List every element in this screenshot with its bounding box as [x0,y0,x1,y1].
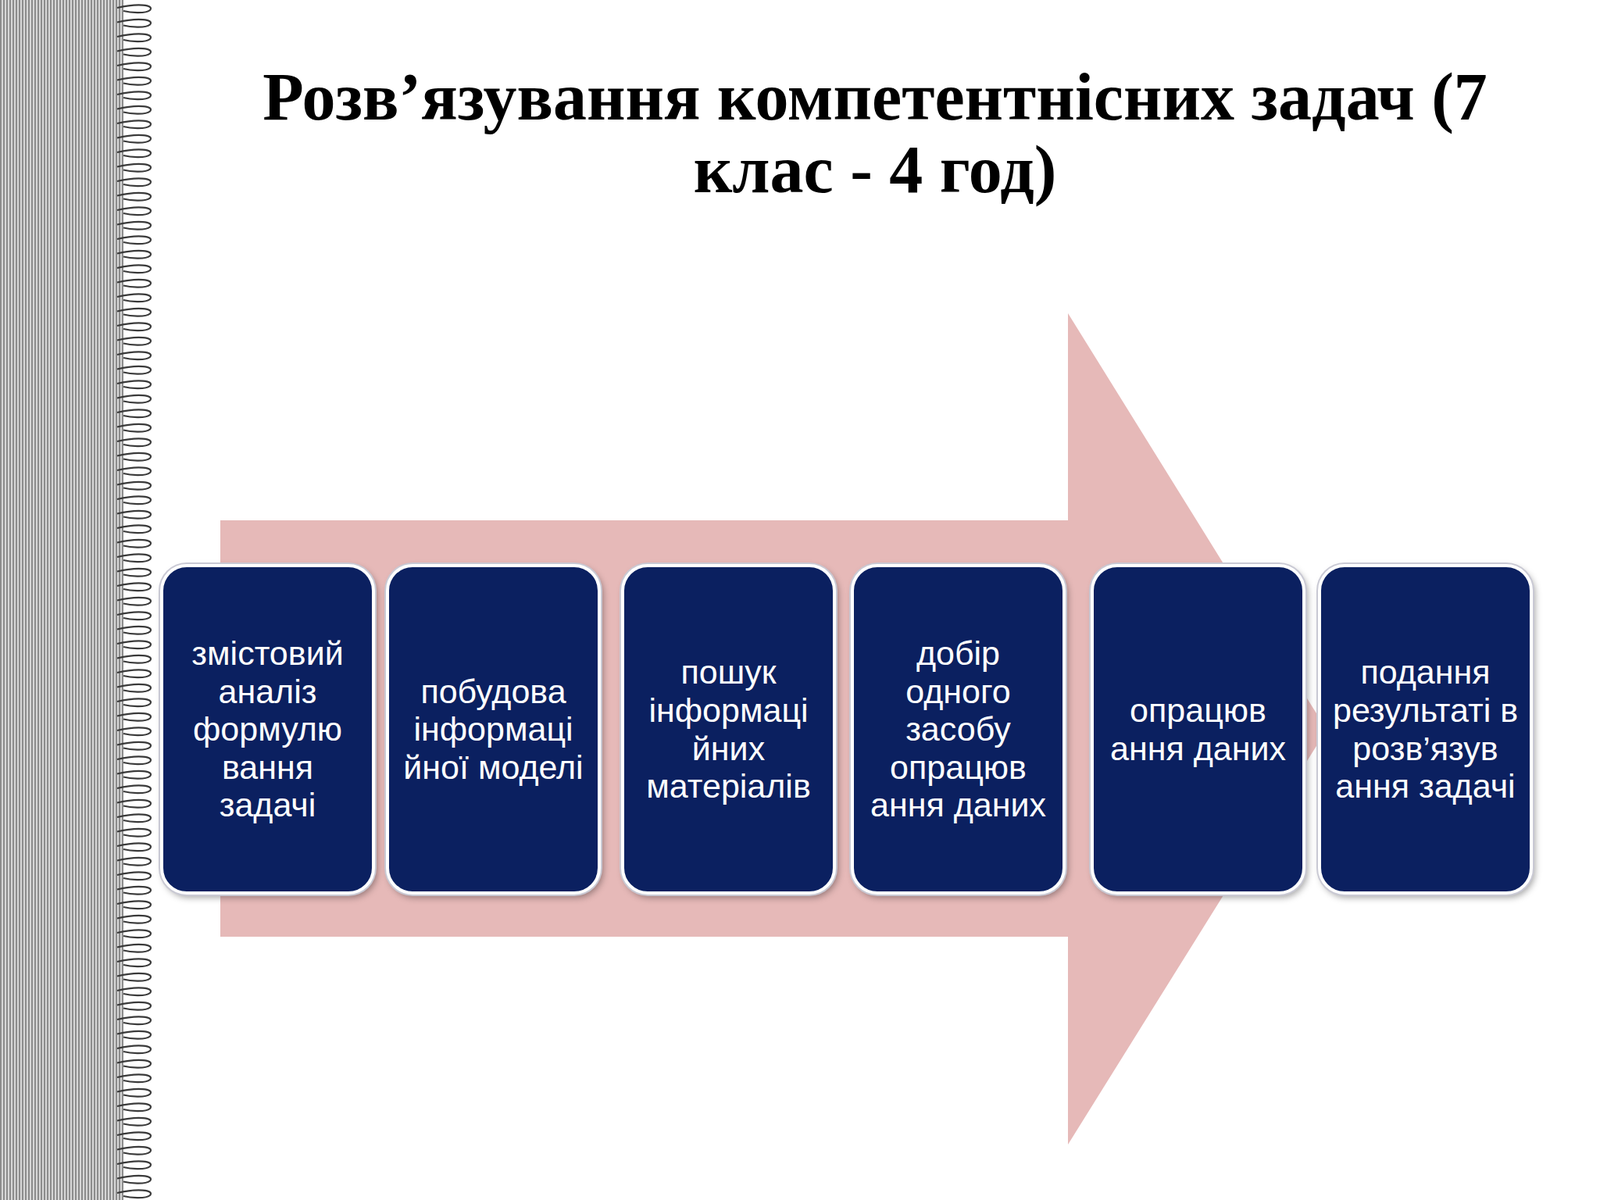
spiral-ring [117,771,151,779]
step-label: побудова інформаці йної моделі [396,672,590,787]
spiral-ring [117,1045,151,1054]
spiral-ring [117,1160,151,1169]
spiral-ring [117,1175,151,1184]
spiral-ring [117,727,151,736]
spiral-ring [117,1060,151,1068]
spiral-rings [117,4,151,1198]
spiral-ring [117,322,151,331]
step-box: добір одного засобу опрацюв ання даних [850,564,1066,895]
spiral-ring [117,1074,151,1083]
spiral-ring [117,814,151,822]
step-box: змістовий аналіз формулю вання задачі [160,564,375,895]
spiral-ring [117,1031,151,1040]
spiral-ring [117,496,151,504]
spiral-ring [117,4,151,13]
spiral-ring [117,857,151,866]
spiral-ring [117,1117,151,1126]
spiral-ring [117,235,151,244]
step-label: пошук інформаці йних матеріалів [632,653,825,805]
spiral-ring [117,337,151,346]
spiral-ring [117,91,151,100]
spiral-ring [117,626,151,635]
spiral-ring [117,264,151,273]
step-label: змістовий аналіз формулю вання задачі [171,634,365,825]
spiral-ring [117,19,151,28]
spiral-ring [117,48,151,57]
spiral-ring [117,756,151,765]
spiral-ring [117,669,151,678]
spiral-ring [117,568,151,577]
spiral-ring [117,828,151,837]
spiral-ring [117,1016,151,1025]
spiral-ring [117,713,151,722]
spiral-ring [117,871,151,880]
spiral-ring [117,944,151,953]
spiral-ring [117,467,151,475]
spiral-ring [117,900,151,909]
spiral-ring [117,987,151,996]
spiral-ring [117,482,151,490]
spiral-ring [117,308,151,317]
spiral-ring [117,438,151,447]
spiral-ring [117,395,151,404]
spiral-ring [117,582,151,591]
spiral-ring [117,886,151,895]
process-arrow [220,313,1327,1145]
spiral-ring [117,640,151,649]
spiral-ring [117,915,151,924]
spiral-ring [117,192,151,201]
spiral-ring [117,958,151,967]
step-label: подання результаті в розв’язув ання зада… [1328,653,1522,805]
step-box: побудова інформаці йної моделі [385,564,601,895]
spiral-ring [117,164,151,172]
spiral-ring [117,1002,151,1011]
spiral-ring [117,510,151,519]
spiral-ring [117,684,151,693]
spiral-ring [117,742,151,750]
spiral-ring [117,1132,151,1140]
step-box: опрацюв ання даних [1090,564,1306,895]
spiral-ring [117,279,151,288]
spiral-ring [117,553,151,562]
spiral-ring [117,250,151,259]
spiral-ring [117,380,151,389]
step-label: добір одного засобу опрацюв ання даних [861,634,1055,825]
spiral-ring [117,1189,151,1198]
spiral-ring [117,655,151,664]
spiral-ring [117,33,151,42]
step-box: пошук інформаці йних матеріалів [621,564,836,895]
spiral-ring [117,178,151,186]
spiral-ring [117,1103,151,1111]
spiral-ring [117,1146,151,1155]
binding-strip [0,0,124,1200]
spiral-ring [117,611,151,620]
spiral-ring [117,525,151,533]
step-label: опрацюв ання даних [1101,691,1295,768]
spiral-ring [117,539,151,548]
spiral-ring [117,106,151,115]
spiral-ring [117,293,151,302]
spiral-ring [117,366,151,375]
slide-title: Розв’язування компетентнісних задач (7 к… [203,60,1547,207]
spiral-ring [117,207,151,215]
spiral-ring [117,597,151,606]
spiral-ring [117,120,151,129]
step-box: подання результаті в розв’язув ання зада… [1317,564,1533,895]
spiral-ring [117,1089,151,1097]
spiral-ring [117,77,151,86]
spiral-ring [117,800,151,808]
spiral-ring [117,221,151,230]
spiral-ring [117,62,151,71]
spiral-ring [117,453,151,461]
spiral-ring [117,698,151,707]
spiral-ring [117,409,151,418]
spiral-ring [117,424,151,433]
spiral-ring [117,929,151,938]
spiral-ring [117,785,151,793]
spiral-ring [117,149,151,158]
spiral-ring [117,842,151,851]
spiral-ring [117,351,151,360]
spiral-ring [117,135,151,143]
spiral-ring [117,973,151,982]
